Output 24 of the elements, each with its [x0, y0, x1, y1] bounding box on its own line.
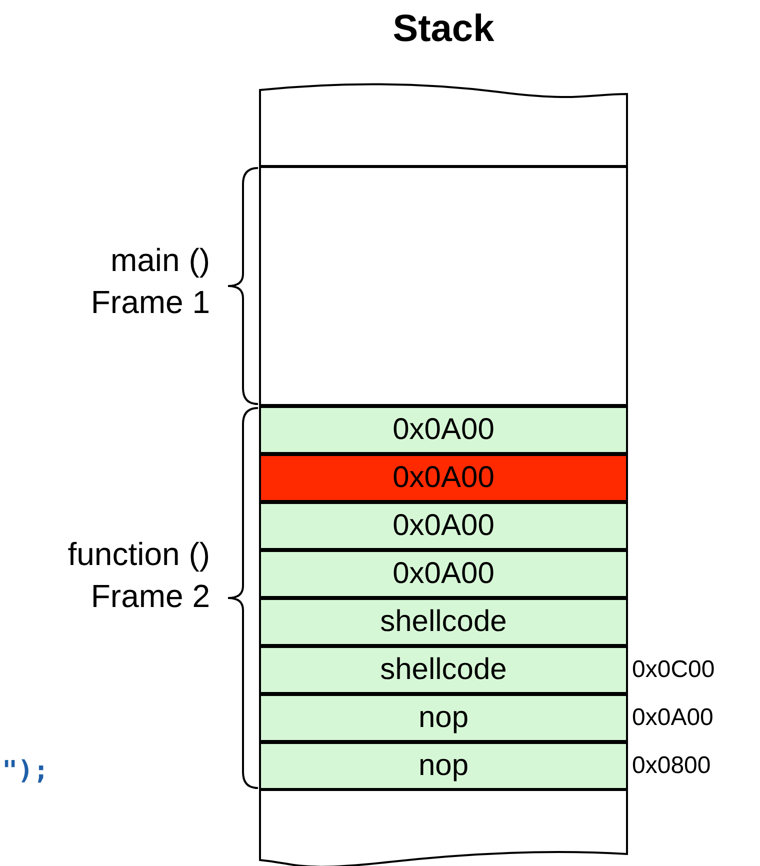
- address-label: 0x0800: [632, 754, 711, 778]
- cell-value: 0x0A00: [392, 463, 494, 493]
- stack-cell: [259, 406, 628, 454]
- stack-cell: [259, 454, 628, 502]
- cell-value: shellcode: [380, 655, 507, 685]
- stack-cell: [259, 550, 628, 598]
- address-label: 0x0C00: [632, 658, 715, 682]
- diagram-title: Stack: [392, 8, 496, 51]
- cell-value: 0x0A00: [392, 415, 494, 445]
- frame-label: main () Frame 1: [90, 241, 210, 322]
- stack-cell: [259, 646, 628, 694]
- cell-value: nop: [418, 703, 469, 733]
- code-fragment: ");: [2, 755, 49, 788]
- cell-value: 0x0A00: [392, 559, 494, 589]
- stack-cell: [259, 502, 628, 550]
- empty-stack-cell: [259, 790, 628, 866]
- stack-cell: [259, 598, 628, 646]
- cell-value: shellcode: [380, 607, 507, 637]
- address-label: 0x0A00: [632, 706, 714, 730]
- stack-cell: [259, 742, 628, 790]
- cell-value: nop: [418, 751, 469, 781]
- stack-cell: [259, 694, 628, 742]
- frame-label: function () Frame 2: [66, 535, 210, 616]
- cell-value: 0x0A00: [392, 511, 494, 541]
